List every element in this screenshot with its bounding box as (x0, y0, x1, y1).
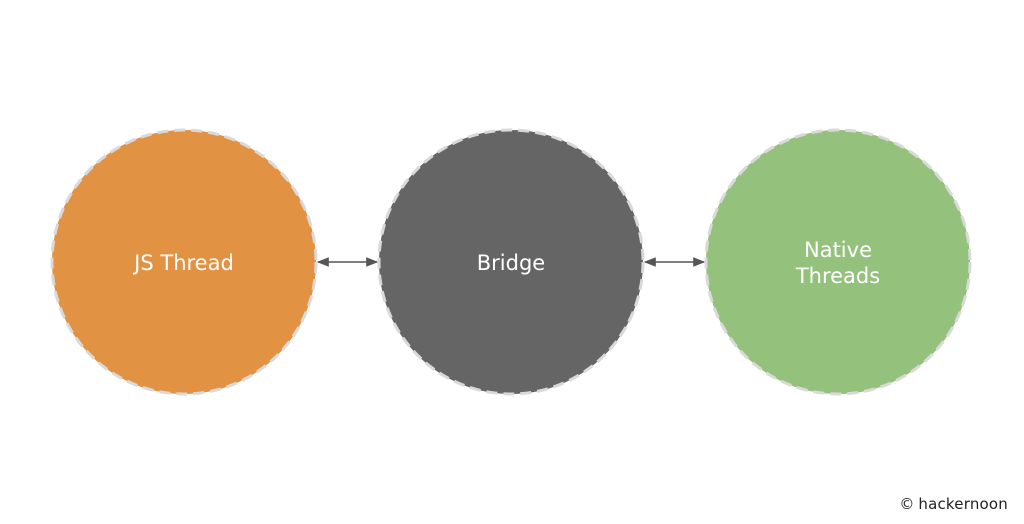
node-label-line: Threads (795, 264, 880, 288)
node-circle-js-thread (50, 128, 318, 396)
hackernoon-watermark: © hackernoon (899, 494, 1008, 514)
node-circle-native-threads (704, 128, 972, 396)
node-label-line: JS Thread (132, 251, 234, 275)
copyright-icon: © (899, 494, 915, 513)
node-circle-bridge (377, 128, 645, 396)
watermark-text: hackernoon (918, 495, 1008, 513)
node-label-js-thread: JS Thread (132, 251, 234, 275)
node-label-line: Native (804, 238, 872, 262)
node-js-thread: JS Thread (50, 128, 318, 396)
node-label-line: Bridge (477, 251, 545, 275)
node-bridge: Bridge (377, 128, 645, 396)
node-label-bridge: Bridge (477, 251, 545, 275)
